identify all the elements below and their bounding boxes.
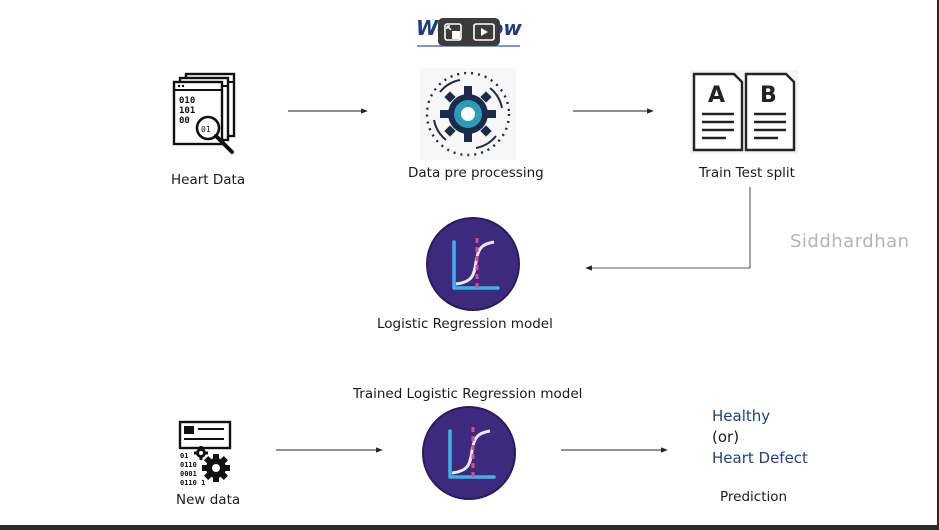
label-new-data: New data xyxy=(176,492,241,508)
binary-digits: 0110 xyxy=(180,461,197,469)
outcome-or: (or) xyxy=(712,428,740,446)
svg-text:01: 01 xyxy=(201,125,211,134)
binary-digits: 01 xyxy=(180,452,188,460)
outcome-heart-defect: Heart Defect xyxy=(712,449,808,467)
gear-processing-icon xyxy=(420,68,516,160)
label-train-test-split: Train Test split xyxy=(699,165,795,181)
video-controls-overlay[interactable] xyxy=(438,18,500,46)
trained-logistic-curve-icon xyxy=(422,406,516,500)
label-prediction: Prediction xyxy=(720,489,788,505)
binary-digits: 00 xyxy=(179,116,190,126)
letter-a: A xyxy=(708,83,725,108)
logistic-curve-icon xyxy=(426,217,520,311)
title-underline xyxy=(417,45,520,47)
binary-digits: 101 xyxy=(179,106,195,116)
label-preprocessing: Data pre processing xyxy=(408,165,544,181)
arrow-split-to-model xyxy=(585,187,751,271)
new-data-gears-icon: 01 0110 0001 0110 1 xyxy=(178,420,232,487)
database-search-icon: 010 101 00 01 xyxy=(172,72,236,154)
letter-b: B xyxy=(760,83,777,108)
label-trained-model: Trained Logistic Regression model xyxy=(353,386,583,402)
label-model: Logistic Regression model xyxy=(377,316,553,332)
play-icon[interactable] xyxy=(473,22,495,42)
outcome-healthy: Healthy xyxy=(712,407,771,425)
binary-digits: 010 xyxy=(179,96,195,106)
binary-digits: 0110 1 xyxy=(180,479,205,487)
document-split-icon: A B xyxy=(690,70,798,154)
label-heart-data: Heart Data xyxy=(171,172,246,188)
binary-digits: 0001 xyxy=(180,470,197,478)
picture-in-picture-icon[interactable] xyxy=(443,22,463,42)
watermark: Siddhardhan xyxy=(790,231,910,252)
